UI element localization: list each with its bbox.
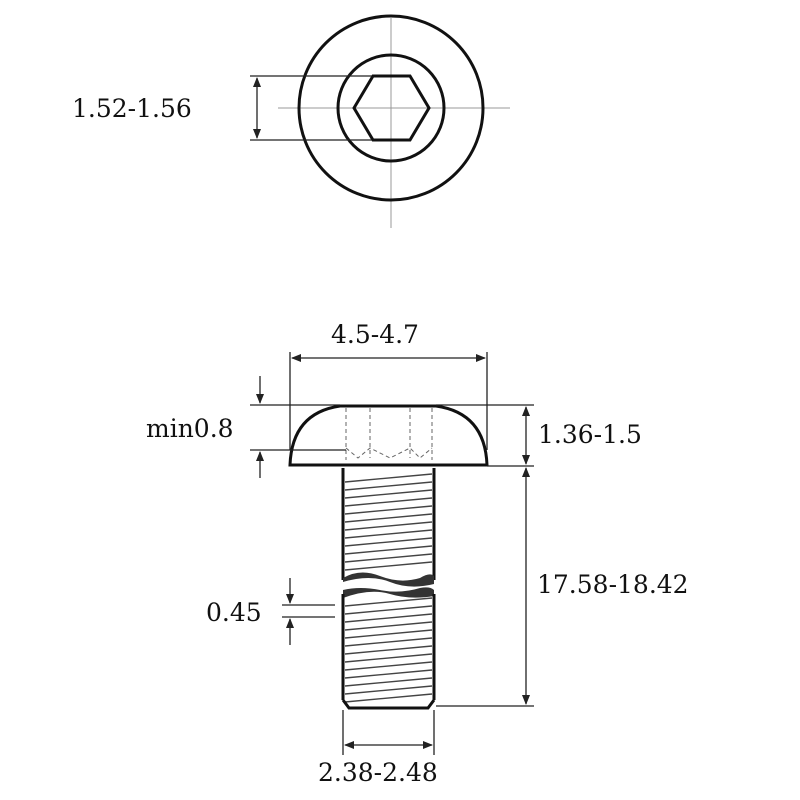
arrowhead-up-icon: [522, 467, 530, 477]
hex-socket-width-label: 1.52-1.56: [72, 94, 192, 123]
thread-line: [344, 653, 433, 663]
head-inner-circle: [336, 53, 446, 163]
thread-diameter-label: 2.38-2.48: [318, 758, 438, 787]
head-diameter-label: 4.5-4.7: [331, 320, 419, 349]
thread-line: [344, 513, 433, 523]
thread-line: [344, 561, 433, 571]
socket-hidden-bottom: [345, 447, 433, 459]
arrowhead-up-icon: [286, 618, 294, 628]
thread-line: [344, 645, 433, 655]
arrowhead-up-icon: [256, 451, 264, 461]
thread-line: [344, 545, 433, 555]
thread-line: [344, 489, 433, 499]
thread-line: [344, 597, 433, 607]
arrowhead-right-icon: [476, 354, 486, 362]
thread-line: [344, 621, 433, 631]
thread-line: [344, 613, 433, 623]
top-view: 1.52-1.56: [72, 14, 510, 228]
break-line-upper: [343, 572, 434, 587]
thread-line: [344, 637, 433, 647]
arrowhead-down-icon: [253, 129, 261, 139]
head-outer-circle: [297, 14, 485, 202]
thread-line: [344, 521, 433, 531]
socket-depth-label: min0.8: [146, 414, 234, 443]
thread-line: [344, 661, 433, 671]
thread-line: [344, 481, 433, 491]
side-view: 4.5-4.7 min0.8 1.36-1.5: [146, 320, 689, 787]
shank-upper: [341, 468, 436, 587]
thread-line: [344, 669, 433, 679]
thread-pitch-label: 0.45: [206, 598, 262, 627]
arrowhead-down-icon: [522, 695, 530, 705]
head-height-label: 1.36-1.5: [538, 420, 642, 449]
thread-line: [344, 497, 433, 507]
thread-lines-lower: [344, 597, 433, 703]
arrowhead-up-icon: [522, 406, 530, 416]
shank-length-label: 17.58-18.42: [537, 570, 689, 599]
thread-line: [344, 693, 433, 703]
thread-line: [344, 553, 433, 563]
button-head: [288, 404, 489, 467]
arrowhead-down-icon: [286, 594, 294, 604]
arrowhead-left-icon: [344, 741, 354, 749]
break-line-lower: [343, 587, 434, 598]
thread-line: [344, 529, 433, 539]
arrowhead-left-icon: [291, 354, 301, 362]
thread-line: [344, 505, 433, 515]
arrowhead-down-icon: [522, 455, 530, 465]
thread-line: [344, 605, 433, 615]
arrowhead-up-icon: [253, 77, 261, 87]
thread-line: [344, 473, 433, 483]
thread-line: [344, 677, 433, 687]
thread-line: [344, 537, 433, 547]
thread-line: [344, 685, 433, 695]
arrowhead-right-icon: [423, 741, 433, 749]
shank-lower: [341, 587, 436, 710]
thread-lines-upper: [344, 473, 433, 571]
thread-line: [344, 629, 433, 639]
arrowhead-down-icon: [256, 394, 264, 404]
hex-socket-icon: [352, 74, 431, 142]
shank-tip-chamfer: [341, 699, 436, 710]
